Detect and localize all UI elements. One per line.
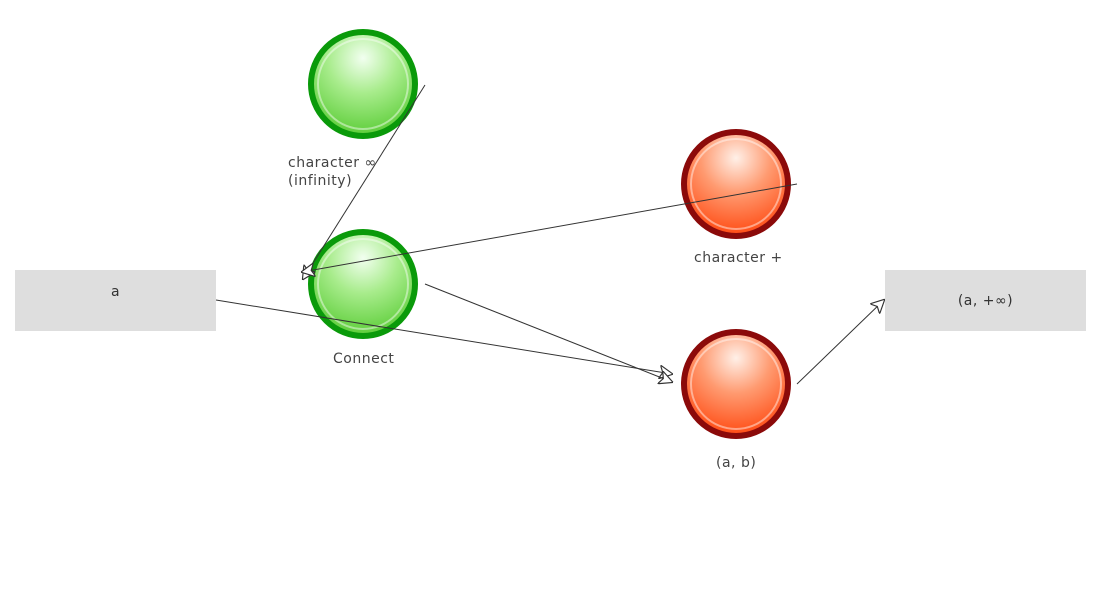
node-infinity-label-line1: character ∞ — [288, 155, 377, 171]
edge-connect-to-interval — [424, 283, 672, 382]
result-box[interactable]: (a, +∞) — [885, 270, 1086, 331]
input-box-a-label: a — [110, 284, 121, 300]
edge-a-to-interval — [215, 299, 672, 374]
node-interval-ab[interactable] — [681, 329, 791, 439]
node-plus[interactable] — [681, 129, 791, 239]
node-interval-ab-label: (a, b) — [716, 455, 757, 471]
node-infinity-label-line2: (infinity) — [288, 173, 353, 189]
edge-interval-to-result — [796, 300, 884, 385]
node-infinity[interactable] — [308, 29, 418, 139]
node-connect[interactable] — [308, 229, 418, 339]
node-infinity-label: character ∞ (infinity) — [288, 154, 377, 190]
edge-plus-to-connect — [302, 183, 798, 272]
node-connect-label: Connect — [333, 351, 395, 367]
input-box-a[interactable]: a — [15, 270, 216, 331]
node-plus-label: character + — [694, 250, 783, 266]
edge-infinity-to-connect — [303, 84, 426, 279]
result-box-label: (a, +∞) — [957, 292, 1014, 309]
